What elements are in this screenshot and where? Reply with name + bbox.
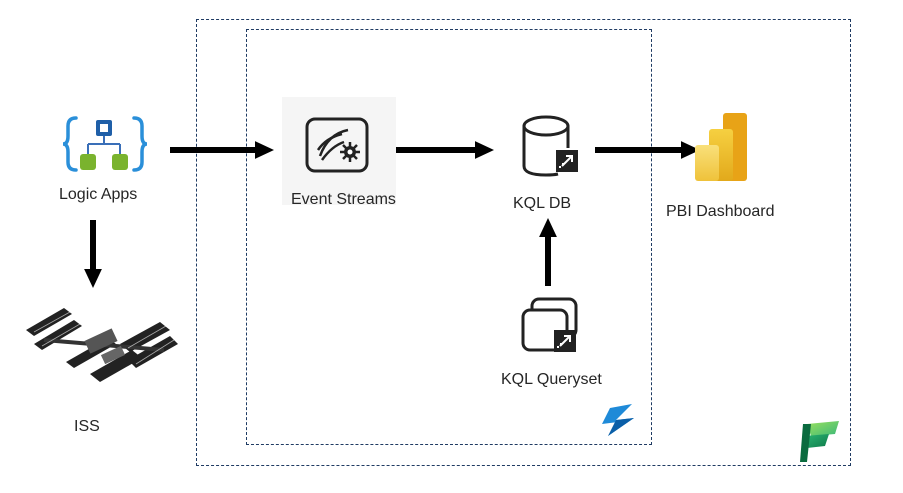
event-streams-label: Event Streams: [291, 191, 396, 208]
kql-queryset-icon: [521, 297, 578, 352]
logic-apps-label: Logic Apps: [59, 186, 138, 203]
kql-db-icon: [522, 115, 578, 177]
iss-icon: [26, 308, 178, 382]
kql-queryset-label: KQL Queryset: [501, 371, 602, 388]
logic-apps-icon: [62, 116, 148, 172]
iss-label: ISS: [74, 418, 100, 435]
pbi-dashboard-label: PBI Dashboard: [666, 203, 775, 220]
fabric-container: [196, 19, 851, 466]
real-time-intelligence-container: [246, 29, 652, 445]
event-streams-tile: [282, 97, 396, 205]
real-time-intelligence-logo: [602, 404, 634, 436]
event-streams-icon: [305, 117, 369, 173]
power-bi-icon: [695, 113, 747, 181]
kql-db-label: KQL DB: [513, 195, 572, 212]
fabric-logo: [800, 421, 839, 462]
